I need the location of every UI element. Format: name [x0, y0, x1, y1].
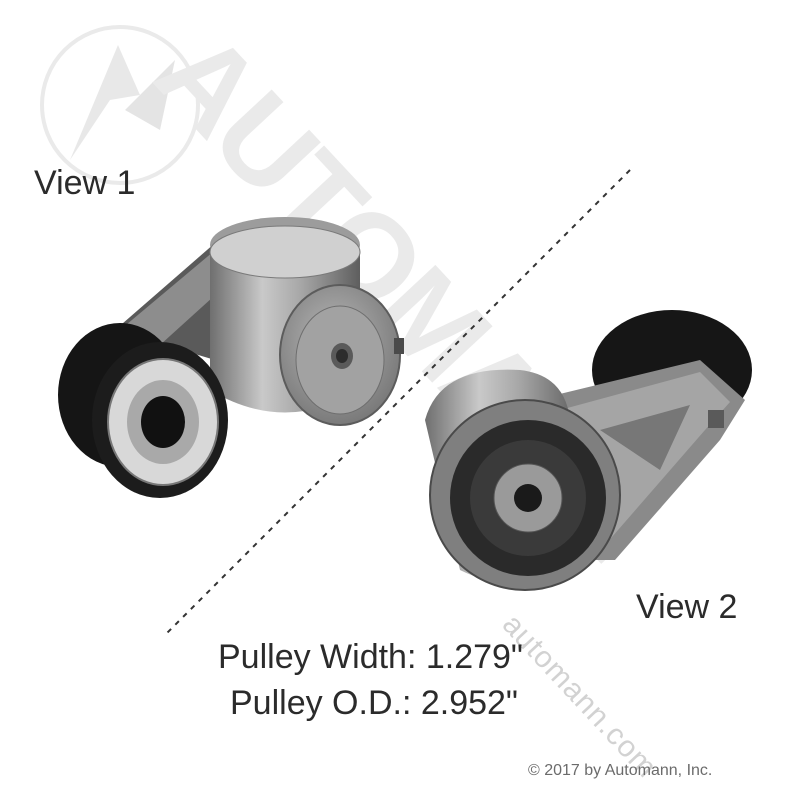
view1-label: View 1	[34, 164, 136, 202]
view2-label: View 2	[636, 588, 738, 626]
copyright-notice: © 2017 by Automann, Inc.	[528, 762, 713, 779]
pulley-width-spec: Pulley Width: 1.279"	[218, 638, 524, 676]
view2-tensioner	[425, 310, 752, 591]
pulley-od-spec: Pulley O.D.: 2.952"	[230, 684, 518, 722]
view1-tensioner	[58, 217, 404, 498]
